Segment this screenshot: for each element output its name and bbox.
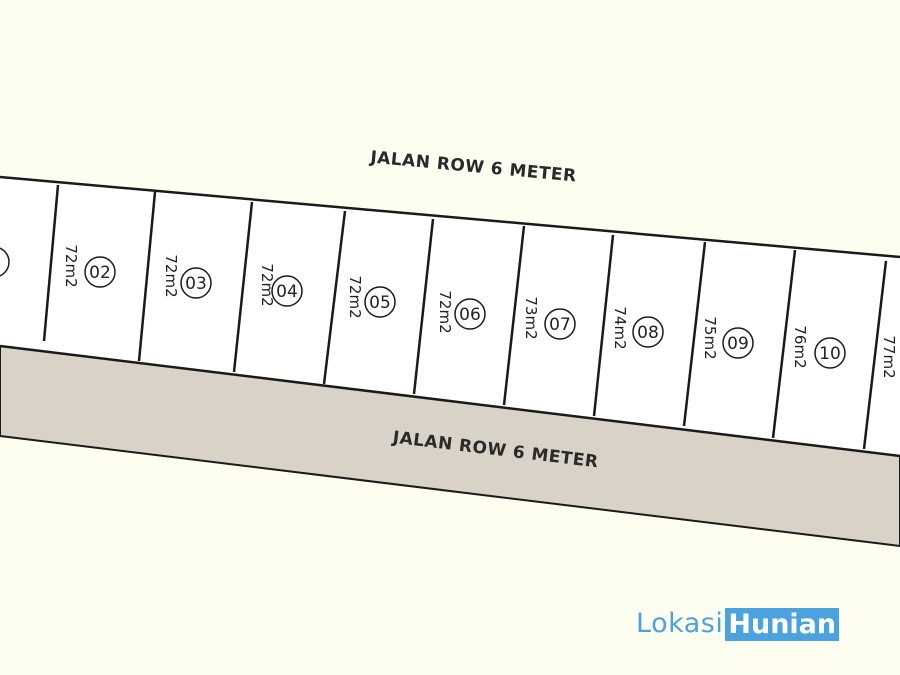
- top-boundary-line: [0, 175, 900, 259]
- brand-logo-part1: Lokasi: [636, 608, 724, 639]
- lot-number: 08: [637, 323, 659, 343]
- lot: 09 75m2: [701, 316, 754, 360]
- lot-number: 06: [459, 305, 481, 325]
- lot-area: 72m2: [162, 254, 180, 297]
- lot-divider: [502, 225, 526, 406]
- lot-number-circle: [271, 275, 303, 307]
- lot-number-circle: [84, 256, 116, 288]
- lot: [0, 247, 10, 277]
- lot-number-circle: [544, 308, 576, 340]
- lot-area: 75m2: [701, 316, 719, 359]
- lot-divider: [42, 184, 60, 342]
- lot-area: 73m2: [522, 296, 540, 339]
- lot-number-circle: [180, 267, 212, 299]
- lot-divider: [682, 241, 707, 427]
- brand-logo: Lokasi Hunian: [636, 607, 840, 641]
- lot-divider: [771, 249, 797, 439]
- lot: 06 72m2: [436, 290, 486, 334]
- lot-number: 02: [89, 263, 111, 283]
- lot-number: 09: [727, 334, 749, 354]
- brand-logo-part2: Hunian: [725, 607, 840, 641]
- lot-area: 74m2: [611, 306, 629, 349]
- lot-number: 04: [276, 282, 298, 302]
- lot-number-circle: [722, 327, 754, 359]
- lot: 02 72m2: [62, 244, 116, 288]
- lot: 05 72m2: [346, 275, 396, 319]
- lot-divider: [592, 234, 615, 417]
- lots-bottom-line: [0, 344, 900, 458]
- lot-area: 77m2: [880, 335, 898, 378]
- lot: 77m2: [880, 335, 898, 378]
- lot-area: 76m2: [791, 325, 809, 368]
- lot-divider: [412, 218, 435, 395]
- lot-divider: [862, 260, 888, 450]
- lot-number-circle: [632, 316, 664, 348]
- lot-dividers: [42, 184, 888, 450]
- lot-number-circle: [814, 337, 846, 369]
- lot: 08 74m2: [611, 306, 664, 350]
- lot-number: 03: [185, 274, 207, 294]
- lot-area: 72m2: [436, 290, 454, 333]
- lot: 07 73m2: [522, 296, 576, 340]
- lot-divider: [232, 201, 254, 373]
- top-road-label: JALAN ROW 6 METER: [369, 147, 578, 186]
- lot-number: 05: [369, 293, 391, 313]
- lot-area: 72m2: [258, 263, 276, 306]
- lot-number-circle: [364, 286, 396, 318]
- lot: 03 72m2: [162, 254, 212, 299]
- lot-number-circle: [454, 298, 486, 330]
- lot-divider: [137, 191, 157, 362]
- lot-area: 72m2: [346, 275, 364, 318]
- lot: 10 76m2: [791, 325, 846, 369]
- lot-number-circle: [0, 247, 10, 277]
- lot-number: 07: [549, 315, 571, 335]
- lot-number: 10: [819, 344, 841, 364]
- lots-strip: [0, 177, 900, 456]
- lot-area: 72m2: [62, 244, 80, 287]
- lot-divider: [322, 210, 347, 385]
